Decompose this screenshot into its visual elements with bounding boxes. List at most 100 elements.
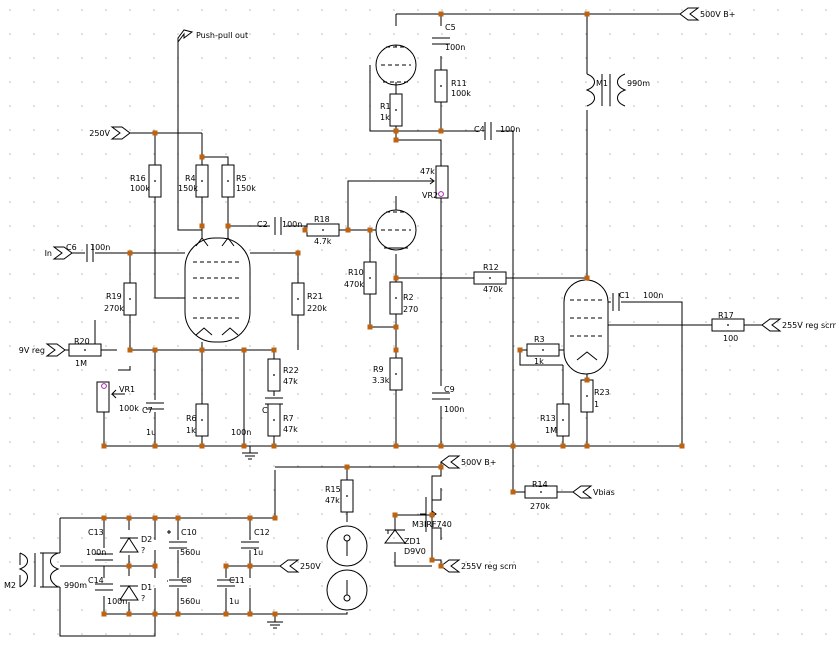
- component-ref: VR1: [119, 385, 135, 394]
- component-value: D9V0: [404, 547, 426, 556]
- component-value: 270k: [530, 502, 550, 511]
- component-ref: R9: [373, 365, 384, 374]
- junction-dot: [223, 611, 229, 617]
- port-p255b: 255V reg scrn: [440, 559, 517, 573]
- junction-dot: [429, 557, 435, 563]
- component-value: 1u: [146, 428, 156, 437]
- junction-dot: [560, 443, 566, 449]
- component-value: 150k: [236, 184, 256, 193]
- component-ref: VR2: [422, 191, 438, 200]
- junction-dot: [393, 347, 399, 353]
- component-ref: R11: [451, 79, 467, 88]
- port-p250a: 250V: [89, 126, 131, 140]
- junction-dot: [127, 250, 133, 256]
- component-ref: R10: [348, 268, 364, 277]
- component-ref: C4: [474, 125, 485, 134]
- port-p500a: 500V B+: [679, 7, 735, 21]
- component-ref: C8: [181, 576, 192, 585]
- junction-dot: [345, 227, 351, 233]
- component-ref: R21: [307, 292, 323, 301]
- component-ref: R19: [106, 292, 122, 301]
- transformer-m2: [18, 552, 60, 588]
- component-d1[interactable]: D1?: [141, 583, 152, 603]
- component-ref: R16: [130, 174, 146, 183]
- junction-dot: [126, 563, 132, 569]
- junction-dot: [392, 512, 398, 518]
- component-ref: R12: [483, 263, 499, 272]
- junction-dot: [225, 223, 231, 229]
- component-ref: C12: [254, 528, 270, 537]
- component-ref: R14: [532, 480, 548, 489]
- port-label: 255V reg scrn: [461, 562, 517, 571]
- component-c7[interactable]: C7 1u: [142, 401, 165, 437]
- component-value: 1k: [380, 113, 390, 122]
- port-label: In: [45, 249, 52, 258]
- component-ref: C6: [66, 243, 77, 252]
- junction-dot: [199, 223, 205, 229]
- component-value: 100n: [231, 428, 251, 437]
- triode-upper: [375, 44, 417, 86]
- junction-dot: [272, 611, 278, 617]
- junction-dot: [367, 324, 373, 330]
- component-ref: C7: [142, 406, 153, 415]
- component-value: 100n: [282, 220, 302, 229]
- component-value: 1M: [75, 359, 87, 368]
- ground-symbols: [242, 452, 283, 629]
- junction-dot: [295, 250, 301, 256]
- junction-dot: [393, 275, 399, 281]
- junction-dot: [126, 611, 132, 617]
- vr-tubes: [326, 525, 368, 611]
- component-ref: R23: [594, 388, 610, 397]
- component-value: 100n: [107, 597, 127, 606]
- component-ref: C13: [88, 528, 104, 537]
- component-value: 47k: [283, 377, 298, 386]
- junction-dot: [241, 347, 247, 353]
- junction-dot: [127, 347, 133, 353]
- component-r14[interactable]: R14 270k: [524, 480, 558, 511]
- component-value: 1u: [229, 597, 239, 606]
- component-d2[interactable]: D2?: [141, 535, 152, 555]
- zener: [383, 529, 407, 544]
- component-ref: ZD1: [404, 537, 421, 546]
- component-r9[interactable]: R93.3k: [372, 357, 403, 391]
- junction-dot: [271, 347, 277, 353]
